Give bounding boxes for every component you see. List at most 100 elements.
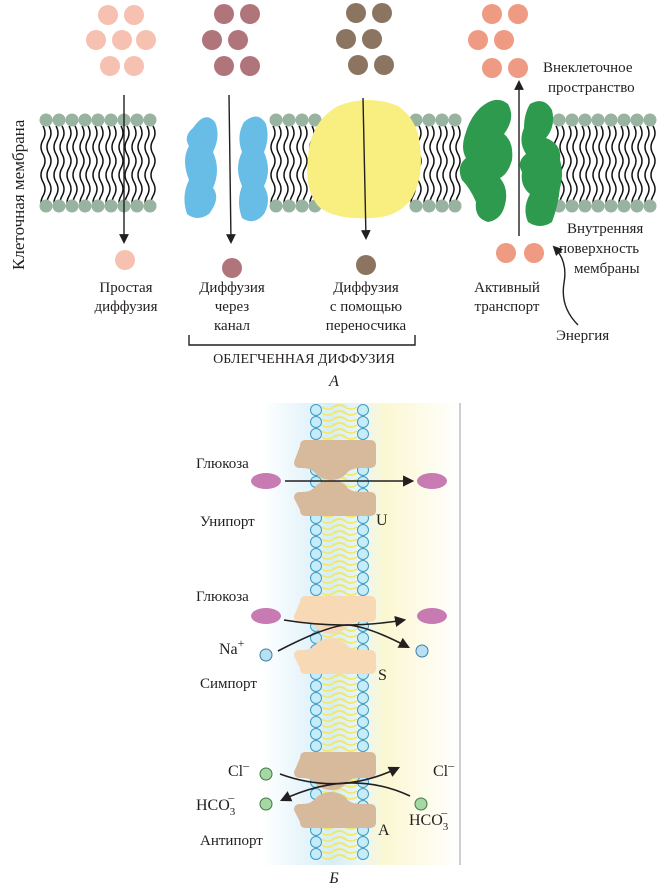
lipid-head [357,404,369,416]
lipid-head [91,199,105,213]
lipid-tails [423,125,435,211]
simple-diffusion-molecule [112,30,132,50]
lipid-head [357,572,369,584]
lipid-head [310,728,322,740]
panel-a: Клеточная мембрана Внеклеточное простран… [9,3,657,390]
channel-diffusion-molecule [202,30,222,50]
lipid-head [104,199,118,213]
lipid-head [591,199,605,213]
active-transport-molecule [468,30,488,50]
carrier-diffusion-molecule-inside [356,255,376,275]
lipid-head [269,199,283,213]
active-transport-molecule [508,4,528,24]
lipid-tails [436,125,448,211]
inner-surface-label-1: Внутренняя [567,221,643,237]
lipid-head [617,199,631,213]
antiport-name-label: Антипорт [200,833,263,849]
lipid-tails [105,125,117,211]
extracellular-label-2: пространство [548,80,635,96]
lipid-head [310,704,322,716]
lipid-head [565,113,579,127]
lipid-head [282,199,296,213]
channel-diffusion-molecule [228,30,248,50]
lipid-tails [118,125,130,211]
lipid-head [565,199,579,213]
lipid-head [39,199,53,213]
lipid-tails [321,704,358,716]
antiport-bicarbonate-out-label: HCO3– [409,805,449,833]
lipid-head [617,113,631,127]
symport-protein [294,596,376,674]
uniport-protein [294,440,376,516]
active-transport-molecule-inside [496,243,516,263]
energy-arrow [552,245,579,326]
lipid-head [310,692,322,704]
lipid-tails [321,680,358,692]
uniport-letter: U [376,512,388,529]
extracellular-label-1: Внеклеточное [543,60,633,76]
channel-protein [184,116,268,222]
lipid-tails [592,125,604,211]
lipid-head [409,199,423,213]
antiport-chloride-in-label: Cl– [228,758,250,780]
lipid-tails [321,416,358,428]
lipid-tails [321,692,358,704]
lipid-head [52,113,66,127]
lipid-head [104,113,118,127]
facilitated-diffusion-label: ОБЛЕГЧЕННАЯ ДИФФУЗИЯ [213,352,395,367]
lipid-tails [321,584,358,596]
lipid-tails [631,125,643,211]
panel-b: Глюкоза Унипорт U Глюкоза Na+ Симпорт S … [196,403,461,887]
lipid-head [310,536,322,548]
carrier-diffusion-molecule [336,29,356,49]
carrier-diffusion-arrow [360,97,371,240]
lipid-head [310,428,322,440]
simple-diffusion-molecule [124,56,144,76]
lipid-head [357,548,369,560]
active-transport-label-2: транспорт [475,299,540,315]
symport-glucose-out [417,608,447,624]
channel-left-half [184,117,218,218]
lipid-tails [321,848,358,860]
pump-right-half [519,101,562,226]
active-transport-molecule [494,30,514,50]
lipid-head [357,416,369,428]
inner-surface-label-2: поверхность [559,241,639,257]
panel-b-letter: Б [328,870,339,887]
lipid-head [130,113,144,127]
lipid-head [630,199,644,213]
carrier-diffusion-molecule [362,29,382,49]
lipid-tails [579,125,591,211]
simple-diffusion-molecule [136,30,156,50]
molecules [86,3,544,278]
lipid-tails [449,125,461,211]
lipid-tails [40,125,52,211]
pump-protein [459,99,562,226]
lipid-tails [321,536,358,548]
antiport-letter: A [378,822,390,839]
simple-diffusion-label-1: Простая [99,280,152,296]
channel-diffusion-label-2: через [215,299,250,315]
lipid-tails [79,125,91,211]
carrier-diffusion-molecule [374,55,394,75]
antiport-bicarbonate-in-label: HCO3– [196,790,236,818]
lipid-tails [605,125,617,211]
lipid-head [310,680,322,692]
lipid-head [357,476,369,488]
carrier-diffusion-molecule [372,3,392,23]
lipid-head [604,113,618,127]
lipid-tails [321,548,358,560]
lipid-tails [283,125,295,211]
lipid-head [578,199,592,213]
symport-sodium-in [259,648,273,662]
lipid-bilayer [39,113,657,213]
energy-label: Энергия [556,328,609,344]
lipid-head [310,404,322,416]
inner-surface-label-3: мембраны [574,261,640,277]
lipid-head [269,113,283,127]
lipid-tails [321,740,358,752]
symport-substrate-label: Глюкоза [196,589,249,605]
uniport-name-label: Унипорт [200,514,255,530]
facilitated-diffusion-bracket [188,335,416,346]
lipid-head [448,113,462,127]
